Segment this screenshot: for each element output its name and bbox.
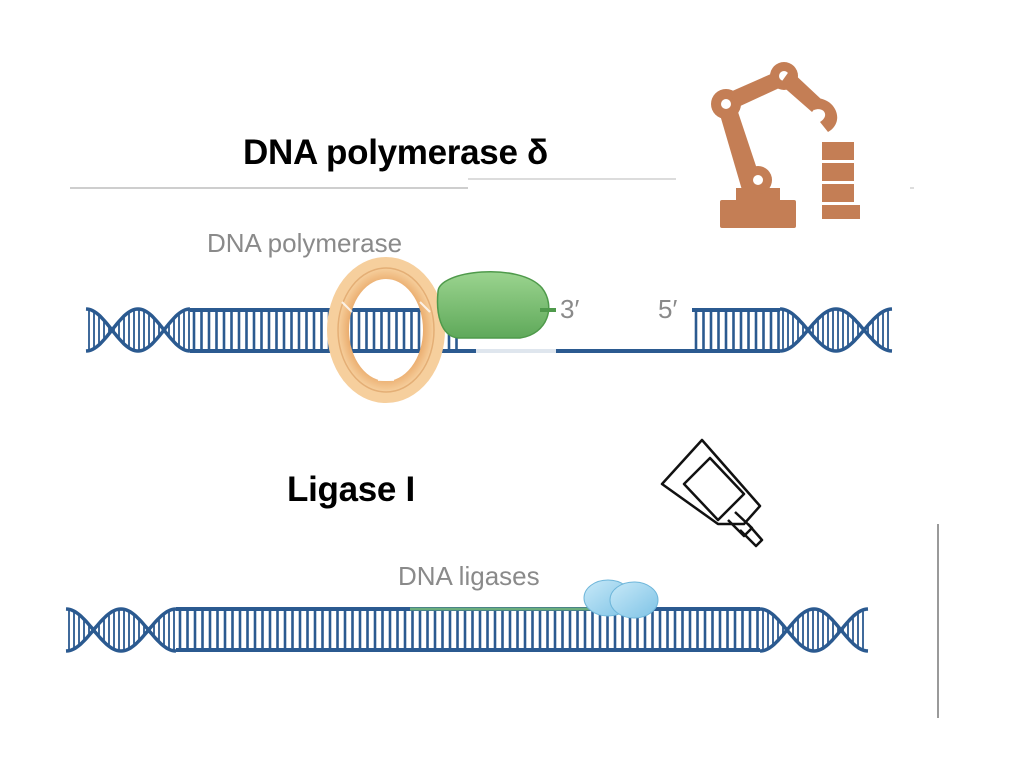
ligases-label: DNA ligases xyxy=(398,561,540,591)
polymerase-heading: DNA polymerase δ xyxy=(243,133,548,172)
five-prime-label: 5′ xyxy=(658,294,677,324)
dna-helix-right xyxy=(779,307,893,353)
backbone-strand xyxy=(65,607,177,653)
three-prime-label: 3′ xyxy=(560,294,579,324)
dna-base-pairs xyxy=(176,607,760,652)
sliding-clamp xyxy=(327,257,445,403)
dna-helix-left xyxy=(85,307,191,353)
backbone-strand xyxy=(779,307,893,353)
dna-duplex-top xyxy=(85,307,893,353)
dna-base-pairs-left xyxy=(190,308,460,353)
backbone-strand xyxy=(779,307,893,353)
dna-helix-right xyxy=(759,607,869,653)
backbone-strand xyxy=(85,307,191,353)
polymerase-label: DNA polymerase xyxy=(207,228,402,258)
backbone-strand xyxy=(85,307,191,353)
glue-bottle-icon xyxy=(660,438,764,548)
robot-arm-icon xyxy=(711,62,860,228)
ligase-heading: Ligase I xyxy=(287,470,415,509)
backbone-strand xyxy=(65,607,177,653)
dna-base-pairs-right xyxy=(692,308,780,353)
dna-helix-left xyxy=(65,607,177,653)
backbone-strand xyxy=(759,607,869,653)
dna-polymerase-enzyme xyxy=(436,271,556,339)
dna-duplex-bottom xyxy=(65,607,869,653)
dna-ligase-enzyme xyxy=(583,579,659,619)
backbone-strand xyxy=(759,607,869,653)
